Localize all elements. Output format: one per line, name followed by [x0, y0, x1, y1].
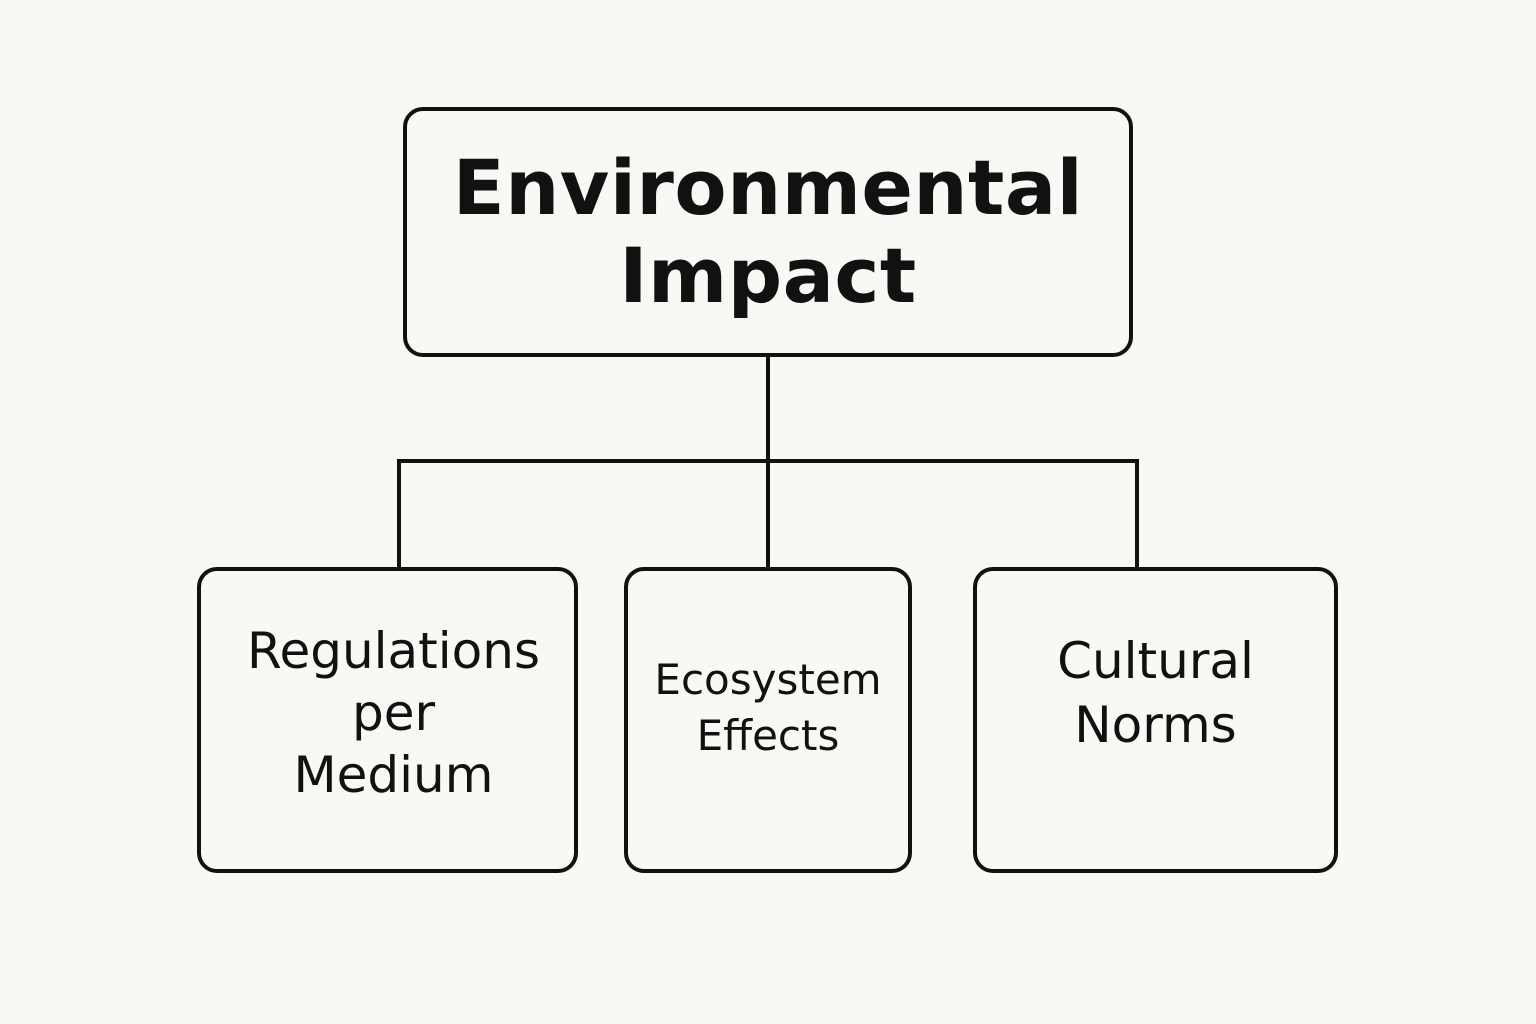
child-node-label: Ecosystem Effects [654, 655, 882, 760]
child-node-ecosystem: Ecosystem Effects [624, 567, 912, 873]
root-node-label: Environmental Impact [452, 143, 1084, 320]
root-node: Environmental Impact [403, 107, 1133, 357]
child-node-label: Regulations per Medium [246, 622, 541, 804]
child-node-label: Cultural Norms [1057, 632, 1254, 754]
child-node-cultural: Cultural Norms [973, 567, 1338, 873]
child-node-regulations: Regulations per Medium [197, 567, 578, 873]
